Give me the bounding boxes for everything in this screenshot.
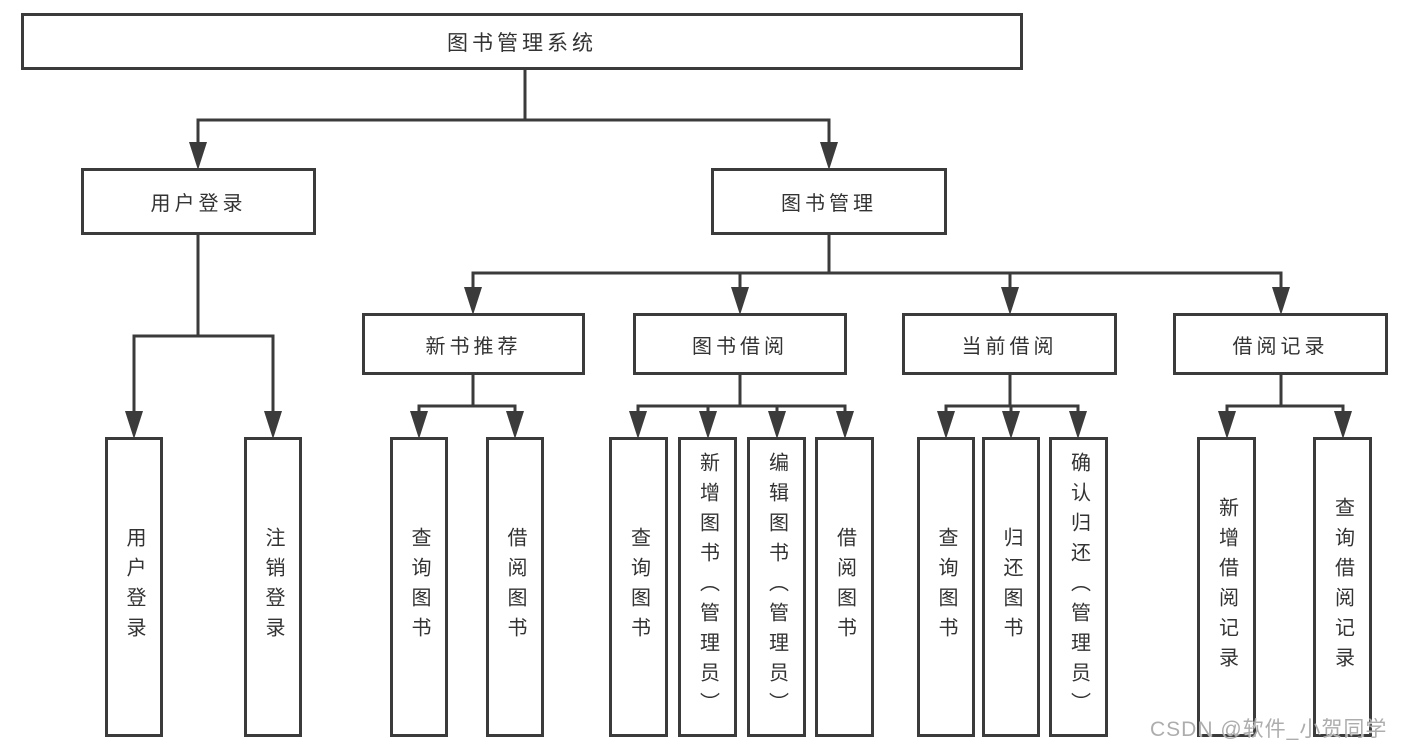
- leaf-user-login: 用户登录: [105, 437, 163, 737]
- node-new-book-recommend: 新书推荐: [362, 313, 585, 375]
- arrow-icon: [820, 142, 838, 170]
- leaf-query-borrow-record: 查询借阅记录: [1313, 437, 1372, 737]
- leaf-label: 注销登录: [262, 527, 284, 647]
- leaf-add-borrow-record: 新增借阅记录: [1197, 437, 1256, 737]
- arrow-icon: [1272, 287, 1290, 315]
- arrow-icon: [629, 411, 647, 439]
- leaf-label: 确认归还（管理员）: [1067, 452, 1090, 722]
- leaf-label: 查询图书: [935, 527, 957, 647]
- leaf-edit-book-admin: 编辑图书（管理员）: [747, 437, 806, 737]
- leaf-label: 查询图书: [408, 527, 430, 647]
- arrow-icon: [1069, 411, 1087, 439]
- arrow-icon: [189, 142, 207, 170]
- connector-current-borrowing: [944, 372, 1080, 416]
- arrow-icon: [464, 287, 482, 315]
- leaf-label: 归还图书: [1000, 527, 1022, 647]
- arrow-icon: [410, 411, 428, 439]
- leaf-confirm-return-admin: 确认归还（管理员）: [1049, 437, 1108, 737]
- arrow-icon: [731, 287, 749, 315]
- connector-user-login: [132, 232, 275, 416]
- leaf-borrow-books-borrowing: 借阅图书: [815, 437, 874, 737]
- leaf-label: 用户登录: [123, 527, 145, 647]
- arrow-icon: [264, 411, 282, 439]
- node-book-management: 图书管理: [711, 168, 947, 235]
- leaf-label: 查询借阅记录: [1331, 497, 1354, 677]
- arrow-icon: [506, 411, 524, 439]
- arrow-icon: [125, 411, 143, 439]
- arrow-icon: [937, 411, 955, 439]
- arrow-icon: [768, 411, 786, 439]
- connector-borrow-records: [1225, 372, 1345, 416]
- leaf-label: 新增借阅记录: [1215, 497, 1238, 677]
- arrow-icon: [1218, 411, 1236, 439]
- leaf-label: 借阅图书: [833, 527, 856, 647]
- leaf-label: 编辑图书（管理员）: [765, 452, 788, 722]
- csdn-watermark: CSDN @软件_小贺同学: [1150, 718, 1388, 741]
- node-current-borrowing: 当前借阅: [902, 313, 1117, 375]
- leaf-label: 借阅图书: [504, 527, 526, 647]
- leaf-return-books: 归还图书: [982, 437, 1040, 737]
- node-borrow-records: 借阅记录: [1173, 313, 1388, 375]
- arrow-icon: [836, 411, 854, 439]
- arrow-icon: [1002, 411, 1020, 439]
- leaf-query-books-current: 查询图书: [917, 437, 975, 737]
- node-book-borrowing: 图书借阅: [633, 313, 847, 375]
- arrow-icon: [699, 411, 717, 439]
- leaf-label: 查询图书: [627, 527, 650, 647]
- leaf-add-book-admin: 新增图书（管理员）: [678, 437, 737, 737]
- node-user-login: 用户登录: [81, 168, 316, 235]
- arrowheads: [125, 142, 1352, 439]
- leaf-logout: 注销登录: [244, 437, 302, 737]
- connector-new-book-recommend: [417, 372, 517, 416]
- leaf-query-books-recommend: 查询图书: [390, 437, 448, 737]
- node-root-library-system: 图书管理系统: [21, 13, 1023, 70]
- leaf-borrow-books-recommend: 借阅图书: [486, 437, 544, 737]
- connector-book-management: [471, 232, 1283, 292]
- connector-book-borrowing: [636, 372, 847, 416]
- leaf-query-books-borrowing: 查询图书: [609, 437, 668, 737]
- leaf-label: 新增图书（管理员）: [696, 452, 719, 722]
- arrow-icon: [1334, 411, 1352, 439]
- arrow-icon: [1001, 287, 1019, 315]
- connector-root: [196, 67, 831, 148]
